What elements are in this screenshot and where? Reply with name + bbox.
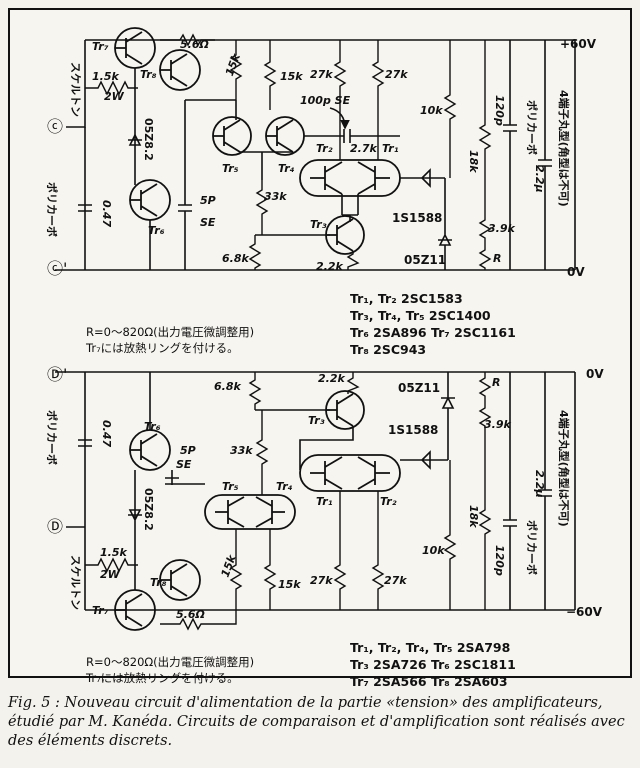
bottom-cap-22u-label: 2.2μ <box>533 470 546 498</box>
bottom-r22k-label: 2.2k <box>318 372 345 385</box>
bottom-node-d: Ⓓ <box>47 517 63 536</box>
top-diode-label: 1S1588 <box>392 211 442 225</box>
top-r22k-label: 2.2k <box>316 260 343 273</box>
top-tr8-label: Tr₈ <box>140 68 157 81</box>
top-parts-list: Tr₁, Tr₂ 2SC1583 Tr₃, Tr₄, Tr₅ 2SC1400 T… <box>350 291 516 357</box>
top-parts-item: Tr₈ 2SC943 <box>350 342 426 357</box>
bottom-4term-label: 4端子丸型(角型は不可) <box>557 410 571 527</box>
top-node-c: ⓒ <box>47 117 63 136</box>
top-cap-100p-label: 100p SE <box>300 94 351 107</box>
top-r27k-a-label: 27k <box>310 68 333 81</box>
bottom-zener-label: 05Z8.2 <box>142 488 155 531</box>
bottom-tr8-label: Tr₈ <box>150 576 167 589</box>
top-parts-item: Tr₃, Tr₄, Tr₅ 2SC1400 <box>350 308 491 323</box>
bottom-r10k-label: 10k <box>422 544 445 557</box>
bottom-diode-label: 1S1588 <box>388 423 438 437</box>
top-r15k-2w-label: 1.5k <box>92 70 119 83</box>
top-r18k-label: 18k <box>467 150 480 173</box>
top-notes: R=0〜820Ω(出力電圧微調整用) Tr₇には放熱リングを付ける。 <box>85 325 254 355</box>
top-cap-5p-label: 5P <box>200 194 216 207</box>
top-polycarbo-left-label: ポリカーボ <box>45 182 59 237</box>
bottom-zener2-label: 05Z11 <box>398 381 440 395</box>
top-note-line: R=0〜820Ω(出力電圧微調整用) <box>86 325 254 339</box>
top-tr1-label: Tr₁ <box>382 142 399 155</box>
top-skeleton-label: スケルトン <box>69 62 82 117</box>
bottom-cap-120p-label: 120p <box>493 545 506 576</box>
top-rail-0v-label: 0V <box>567 265 585 279</box>
bottom-tr1-tr2-dual <box>299 454 401 492</box>
bottom-skeleton-label: スケルトン <box>69 555 82 610</box>
top-node-c-prime: ⓒ' <box>47 259 67 278</box>
top-tr4-label: Tr₄ <box>278 162 295 175</box>
top-r56-label: 5.6Ω <box>180 38 209 51</box>
bottom-tr5-label: Tr₅ <box>222 480 239 493</box>
bottom-tr1-label: Tr₁ <box>316 495 333 508</box>
top-r10k-label: 10k <box>420 104 443 117</box>
top-r68k-label: 6.8k <box>222 252 249 265</box>
top-tr3-label: Tr₃ <box>310 218 327 231</box>
top-resistor-1k5 <box>85 80 138 96</box>
bottom-parts-item: Tr₇ 2SA566 Tr₈ 2SA603 <box>350 674 508 689</box>
top-r27k-b-label: 27k <box>385 68 408 81</box>
bottom-r2w-label: 2W <box>100 568 121 581</box>
bottom-r56-label: 5.6Ω <box>176 608 205 621</box>
top-polycarbo-right-label: ポリカーボ <box>525 100 539 155</box>
top-cap-se-label: SE <box>200 216 216 229</box>
bottom-parts-item: Tr₁, Tr₂, Tr₄, Tr₅ 2SA798 <box>350 640 510 655</box>
top-r15k-b-label: 15k <box>280 70 303 83</box>
bottom-r27k-a-label: 27k <box>310 574 333 587</box>
top-cap-120p-label: 120p <box>493 95 506 126</box>
top-zener2-label: 05Z11 <box>404 253 446 267</box>
bottom-tr7-label: Tr₇ <box>92 604 109 617</box>
bottom-note-line: Tr₇には放熱リングを付ける。 <box>85 671 239 685</box>
top-tr2-label: Tr₂ <box>316 142 333 155</box>
top-parts-item: Tr₁, Tr₂ 2SC1583 <box>350 291 463 306</box>
bottom-r68k-label: 6.8k <box>214 380 241 393</box>
top-tr5-label: Tr₅ <box>222 162 239 175</box>
bottom-node-d-prime: Ⓓ' <box>47 365 67 384</box>
bottom-tr3-label: Tr₃ <box>308 414 325 427</box>
bottom-rR-label: R <box>492 376 500 389</box>
bottom-tr5-tr4-dual <box>204 494 296 530</box>
bottom-r39k-label: 3.9k <box>484 418 511 431</box>
bottom-cap-5p-label: 5P <box>180 444 196 457</box>
top-tr6-label: Tr₆ <box>148 224 165 237</box>
top-tr7-label: Tr₇ <box>92 40 109 53</box>
schematic-frame <box>8 8 632 678</box>
top-note-line: Tr₇には放熱リングを付ける。 <box>85 341 239 355</box>
top-circuit: +60V 0V ⓒ ⓒ' スケルトン 1.5k 2W ポリカーボ 0.47 Tr… <box>45 27 597 279</box>
bottom-r18k-label: 18k <box>467 505 480 528</box>
top-parts-item: Tr₆ 2SA896 Tr₇ 2SC1161 <box>350 325 516 340</box>
bottom-parts-list: Tr₁, Tr₂, Tr₄, Tr₅ 2SA798 Tr₃ 2SA726 Tr₆… <box>350 640 516 689</box>
top-cap-22u-label: 2.2μ <box>533 165 546 193</box>
top-r2w-label: 2W <box>104 90 125 103</box>
bottom-r27k-b-label: 27k <box>384 574 407 587</box>
bottom-rail-minus60v-label: −60V <box>566 605 603 619</box>
figure-caption: Fig. 5 : Nouveau circuit d'alimentation … <box>8 695 625 749</box>
bottom-circuit: 0V −60V Ⓓ' Ⓓ ポリカーボ 0.47 スケルトン 1.5k 2W Tr… <box>45 365 604 631</box>
bottom-note-line: R=0〜820Ω(出力電圧微調整用) <box>86 655 254 669</box>
bottom-tr2-label: Tr₂ <box>380 495 397 508</box>
bottom-cap-se-label: SE <box>176 458 192 471</box>
top-r27k-small-label: 2.7k <box>350 142 377 155</box>
top-rail-plus60v-label: +60V <box>560 37 597 51</box>
top-4term-label: 4端子丸型(角型は不可) <box>557 90 571 207</box>
top-r39k-label: 3.9k <box>488 222 515 235</box>
top-rR-label: R <box>493 252 501 265</box>
top-zener-label: 05Z8.2 <box>142 118 155 161</box>
bottom-tr6-label: Tr₆ <box>144 420 161 433</box>
bottom-polycarbo-left-label: ポリカーボ <box>45 410 59 465</box>
bottom-r15k-b-label: 15k <box>278 578 301 591</box>
bottom-r15k-2w-label: 1.5k <box>100 546 127 559</box>
bottom-tr4-label: Tr₄ <box>276 480 293 493</box>
bottom-cap-047-label: 0.47 <box>100 420 113 447</box>
bottom-parts-item: Tr₃ 2SA726 Tr₆ 2SC1811 <box>350 657 516 672</box>
top-cap-047-label: 0.47 <box>100 200 113 227</box>
bottom-r33k-label: 33k <box>230 444 253 457</box>
bottom-rail-0v-label: 0V <box>586 367 604 381</box>
bottom-polycarbo-right-label: ポリカーボ <box>525 520 539 575</box>
bottom-notes: R=0〜820Ω(出力電圧微調整用) Tr₇には放熱リングを付ける。 <box>85 655 254 685</box>
top-r33k-label: 33k <box>264 190 287 203</box>
